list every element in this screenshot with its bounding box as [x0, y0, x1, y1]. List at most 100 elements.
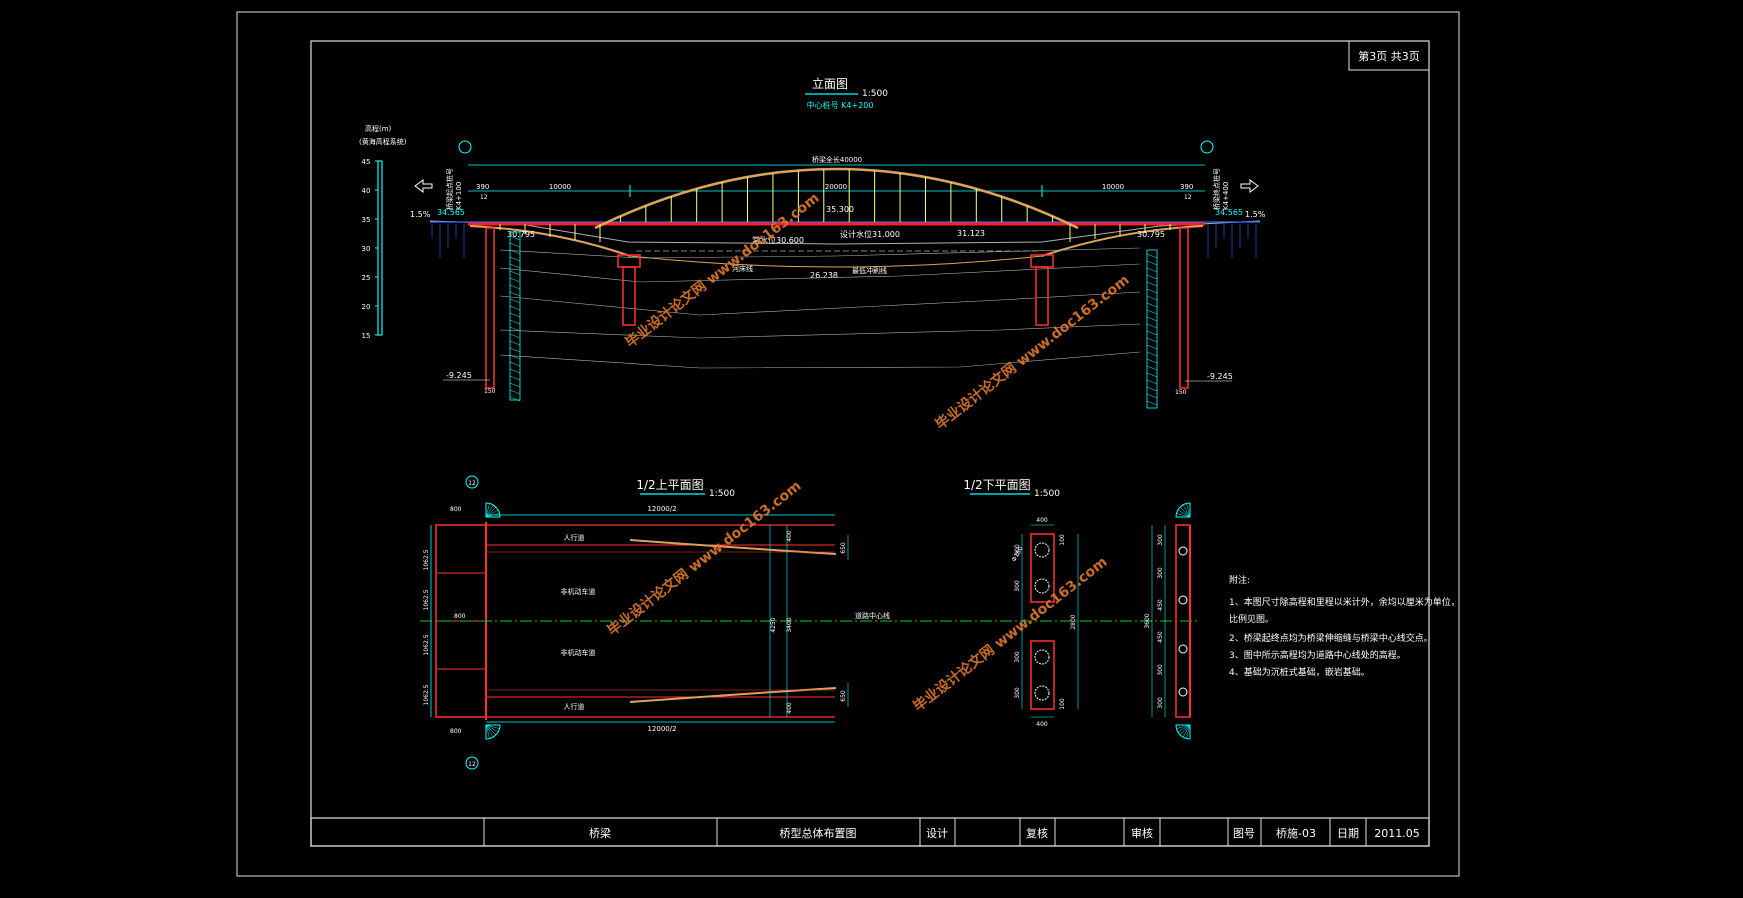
hatch-line [1146, 288, 1158, 294]
bed-label: 河床线 [732, 264, 753, 273]
upper-axis-tag-bottom: 12 [468, 761, 476, 768]
pile-circle-2 [1034, 578, 1050, 594]
arch-hangers [619, 169, 1054, 222]
fan-hatch-line [485, 724, 499, 733]
dim-12a: 12 [480, 194, 488, 201]
hatch-line [1146, 309, 1158, 315]
left-dim-3: 1062.5 [423, 634, 430, 655]
hatch-line [1146, 344, 1158, 350]
pile-dim-top: 400 [1036, 517, 1048, 524]
abut-pile-1 [1178, 546, 1188, 556]
lane-label-mid-top: 非机动车道 [561, 587, 596, 596]
pier-pile-right [1035, 266, 1049, 326]
span-mid: 20000 [825, 183, 847, 191]
abutment-dim: 300 [1157, 567, 1164, 579]
hatch-line [509, 235, 521, 241]
arch-plan-top [629, 539, 837, 555]
elev-left: 34.565 [437, 208, 465, 217]
watermark-3: 毕业设计论文网 www.doc163.com [604, 477, 804, 639]
abutment-dim: 300 [1157, 697, 1164, 709]
hatch-line [509, 333, 521, 339]
dim-right: 390 [1180, 183, 1193, 191]
fan-hatch-line [485, 503, 490, 518]
elev-tick-label: 45 [362, 158, 371, 166]
hatch-line [509, 375, 521, 381]
watermark-2: 毕业设计论文网 www.doc163.com [932, 271, 1132, 433]
note-2: 2、桥梁起终点均为桥梁伸缩缝与桥梁中心线交点。 [1229, 632, 1433, 644]
left-dim-1: 1062.5 [423, 549, 430, 570]
hatch-line [509, 242, 521, 248]
dim-4250: 4250 [770, 617, 777, 632]
hatch-line [509, 361, 521, 367]
borehole-log-left [509, 231, 521, 401]
hatch-line [509, 368, 521, 374]
elevation-view: 立面图 1:500 中心桩号 K4+200 高程(m) (黄海高程系统) 454… [359, 76, 1266, 409]
abutment-dim: 300 [1157, 534, 1164, 546]
elevation-scale: 1:500 [862, 89, 888, 99]
pile-dim-total: 2800 [1070, 614, 1077, 629]
soil-layer-4 [499, 323, 1141, 339]
upper-plan-axis-top [465, 475, 479, 489]
upper-plan-title: 1/2上平面图 [636, 478, 703, 492]
hatch-line [1146, 274, 1158, 280]
hatch-line [1146, 323, 1158, 329]
fan-hatch-line [485, 724, 494, 738]
main-arch [594, 167, 1079, 230]
hatch-line [1146, 316, 1158, 322]
pile-cap-top [1030, 533, 1055, 603]
elev-3113: 31.123 [957, 229, 985, 238]
note-1: 1、本图尺寸除高程和里程以米计外，余均以厘米为单位， [1229, 596, 1460, 608]
hatch-line [509, 340, 521, 346]
dim-12b: 12 [1184, 194, 1192, 201]
page-info-text: 第3页 共3页 [1358, 49, 1420, 63]
pile-cap-bottom [1030, 640, 1055, 710]
fan-hatch-line [1176, 513, 1191, 518]
elev-tick-label: 35 [362, 216, 371, 224]
lane-label-top: 人行道 [564, 533, 585, 542]
pile-diam-label: Φ150 [1011, 545, 1025, 563]
water-normal: 常水位30.600 [752, 235, 804, 245]
watermark-4: 毕业设计论文网 www.doc163.com [910, 553, 1110, 715]
axis-marker-left [458, 140, 472, 154]
centerline-label: 道路中心线 [855, 611, 890, 620]
right-station-label: 桥梁终点桩号 [1212, 168, 1221, 210]
elev-top: 35.300 [826, 205, 854, 214]
abut-pile-3 [1178, 644, 1188, 654]
upper-axis-tag-top: 12 [468, 480, 476, 487]
left-dim-2: 1062.5 [423, 589, 430, 610]
hatch-line [509, 277, 521, 283]
ground-hatching [431, 224, 1257, 258]
lane-label-mid-bot: 非机动车道 [561, 648, 596, 657]
title-block-frame [310, 817, 1430, 847]
elev-right2: 30.795 [1137, 230, 1165, 239]
fan-hatch-line [1179, 506, 1191, 518]
fan-hatch-line [485, 509, 499, 518]
sheet-inner-frame [310, 40, 1430, 847]
abutment-dim: 450 [1157, 599, 1164, 611]
hatch-line [1146, 267, 1158, 273]
lane-label-bot: 人行道 [564, 702, 585, 711]
hatch-line [509, 326, 521, 332]
abutment-pile-right [1179, 227, 1189, 389]
slope-right: 1.5% [1245, 210, 1266, 219]
center-station: 中心桩号 K4+200 [807, 100, 874, 110]
title-block: 桥梁 桥型总体布置图 设计 复核 审核 图号 桥施-03 日期 2011.05 [310, 817, 1430, 847]
hatch-line [1146, 281, 1158, 287]
tb-project: 桥梁 [589, 826, 611, 840]
hatch-line [509, 270, 521, 276]
side-dim-bot: 800 [450, 728, 462, 735]
hatch-line [1146, 358, 1158, 364]
elev-right: 34.565 [1215, 208, 1243, 217]
elev-tick-label: 30 [362, 245, 371, 253]
hatch-line [509, 389, 521, 395]
hatch-line [1146, 253, 1158, 259]
abutment-fan-hatching [485, 503, 500, 739]
pile-bottom-left: -9.245 [446, 371, 472, 380]
tb-number-value: 桥施-03 [1276, 827, 1316, 840]
pile-dim-4: 300 [1014, 687, 1021, 699]
hatch-line [1146, 365, 1158, 371]
elev-axis-sub: (黄海高程系统) [359, 137, 407, 146]
fan-hatch-line [485, 506, 497, 518]
